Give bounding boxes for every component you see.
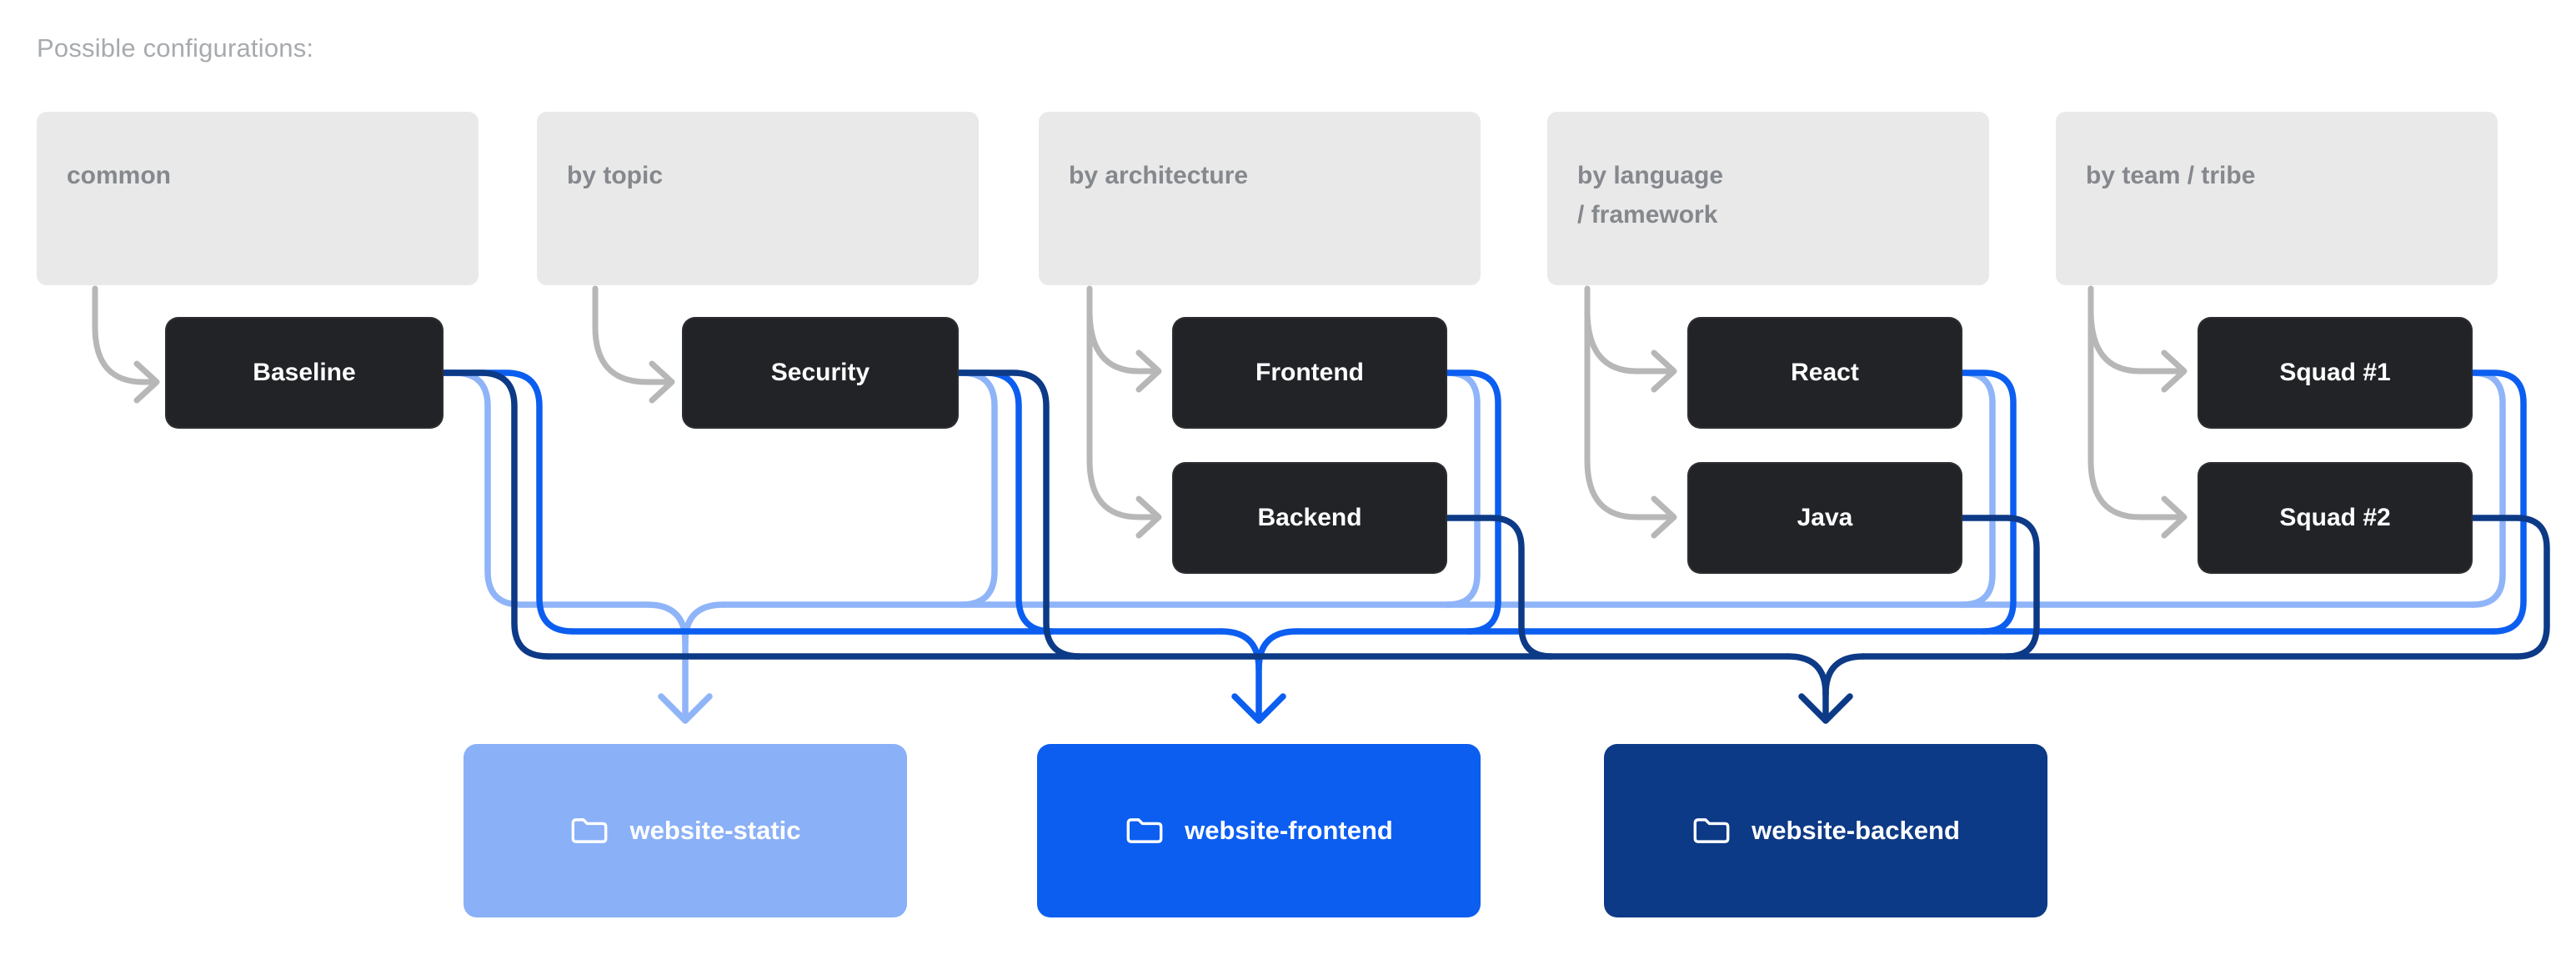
arrow-team-to-squad1 — [2087, 307, 2186, 374]
arrow-language-to-java — [1584, 285, 1676, 520]
config-label: Baseline — [253, 359, 356, 386]
config-label: Java — [1797, 504, 1853, 531]
arrowhead-frontend — [1231, 693, 1286, 724]
folder-icon — [1126, 818, 1163, 843]
category-label: by architecture — [1069, 162, 1249, 189]
bus-backend-merge-left — [1785, 653, 1829, 697]
edge-security-to-frontend — [955, 369, 1055, 635]
edge-java-to-backend — [1959, 515, 2040, 660]
config-label: Frontend — [1255, 359, 1364, 386]
edge-backendbox-to-backend — [1444, 515, 1555, 660]
category-label: by language / framework — [1577, 162, 1724, 229]
config-box-react: React — [1687, 317, 1962, 429]
arrowhead-architecture-to-frontend — [1135, 349, 1162, 393]
arrow-architecture-to-backend — [1086, 285, 1160, 520]
edge-react-to-static — [1959, 369, 1996, 608]
config-label: Backend — [1257, 504, 1362, 531]
config-label: React — [1791, 359, 1859, 386]
bus-backend-merge-right — [1822, 653, 1867, 697]
config-label: Security — [770, 359, 870, 386]
repo-label: website-frontend — [1185, 816, 1393, 845]
edge-squad2-to-backend — [2469, 515, 2550, 660]
category-label: by team / tribe — [2086, 162, 2256, 189]
config-box-baseline: Baseline — [165, 317, 444, 429]
edge-baseline-to-static — [440, 369, 524, 608]
arrowhead-language-to-react — [1651, 349, 1677, 393]
config-box-java: Java — [1687, 462, 1962, 574]
arrow-topic-to-security — [592, 285, 674, 385]
arrowhead-backend — [1798, 693, 1853, 724]
edge-squad1-to-static — [2469, 369, 2506, 608]
repo-label: website-static — [629, 816, 801, 845]
arrowhead-architecture-to-backend — [1135, 495, 1162, 539]
arrow-team-to-squad2 — [2087, 285, 2186, 520]
edge-baseline-to-frontend — [440, 369, 576, 635]
category-box-common: common — [37, 112, 479, 285]
repo-box-website-backend: website-backend — [1604, 744, 2047, 917]
edge-security-to-static — [955, 369, 998, 608]
config-label: Squad #1 — [2279, 359, 2391, 386]
arrow-language-to-react — [1584, 307, 1676, 374]
category-box-by-topic: by topic — [537, 112, 979, 285]
bus-frontend-merge-right — [1255, 628, 1300, 672]
bus-static-merge-left — [644, 601, 689, 646]
folder-icon — [572, 818, 608, 843]
bus-frontend-merge-left — [1218, 628, 1262, 672]
page-title: Possible configurations: — [37, 33, 314, 63]
category-label: by topic — [567, 162, 664, 189]
edge-security-to-backend — [955, 369, 1083, 660]
folder-icon — [1693, 818, 1730, 843]
edge-react-to-frontend — [1959, 369, 2017, 635]
arrowhead-topic-to-security — [649, 360, 675, 404]
config-box-security: Security — [682, 317, 959, 429]
category-box-by-language-framework: by language / framework — [1547, 112, 1989, 285]
arrowhead-language-to-java — [1651, 495, 1677, 539]
arrowhead-static — [658, 693, 713, 724]
category-label: common — [67, 162, 172, 189]
config-box-frontend: Frontend — [1172, 317, 1447, 429]
arrow-common-to-baseline — [92, 285, 158, 385]
repo-box-website-static: website-static — [464, 744, 907, 917]
repo-label: website-backend — [1752, 816, 1960, 845]
arrowhead-team-to-squad1 — [2161, 349, 2188, 393]
config-box-squad-2: Squad #2 — [2198, 462, 2473, 574]
bus-static-merge-right — [682, 601, 726, 646]
category-box-by-architecture: by architecture — [1039, 112, 1481, 285]
config-box-backend: Backend — [1172, 462, 1447, 574]
repo-box-website-frontend: website-frontend — [1037, 744, 1481, 917]
edge-frontend-to-frontend — [1444, 369, 1501, 635]
category-box-by-team-tribe: by team / tribe — [2056, 112, 2498, 285]
edge-baseline-to-backend — [440, 369, 551, 660]
config-label: Squad #2 — [2279, 504, 2391, 531]
arrowhead-common-to-baseline — [133, 360, 160, 404]
arrowhead-team-to-squad2 — [2161, 495, 2188, 539]
config-box-squad-1: Squad #1 — [2198, 317, 2473, 429]
edge-frontend-to-static — [1444, 369, 1481, 608]
edge-squad1-to-frontend — [2469, 369, 2527, 635]
